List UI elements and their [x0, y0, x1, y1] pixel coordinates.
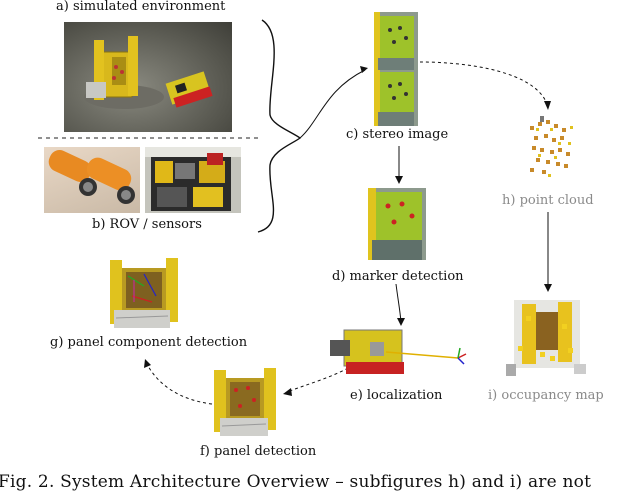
label-occupancy-map: i) occupancy map — [488, 388, 604, 403]
stereo-image-right — [374, 70, 418, 126]
occupancy-map-image — [504, 294, 590, 380]
localization-image — [326, 322, 472, 380]
label-stereo-image: c) stereo image — [346, 127, 449, 142]
arrow-to-localization — [395, 283, 402, 323]
label-marker-detection: d) marker detection — [332, 269, 464, 284]
panel-detection-image — [208, 366, 288, 442]
arrow-to-point-cloud — [419, 61, 548, 105]
label-rov-sensors: b) ROV / sensors — [92, 217, 202, 232]
brace — [257, 19, 302, 233]
label-simulated-environment: a) simulated environment — [56, 0, 226, 14]
point-cloud-image — [520, 112, 582, 184]
arrow-to-panel-component — [146, 363, 213, 405]
sensor-image — [44, 147, 140, 213]
label-point-cloud: h) point cloud — [502, 193, 594, 208]
label-panel-component-detection: g) panel component detection — [50, 335, 248, 350]
panel-component-detection-image — [104, 256, 190, 334]
rov-image — [145, 147, 241, 213]
label-localization: e) localization — [350, 388, 443, 403]
figure-caption: Fig. 2. System Architecture Overview – s… — [0, 472, 592, 492]
stereo-image-left — [374, 12, 418, 70]
simulated-environment-image — [64, 22, 232, 132]
marker-detection-image — [368, 188, 426, 260]
label-panel-detection: f) panel detection — [200, 444, 317, 459]
